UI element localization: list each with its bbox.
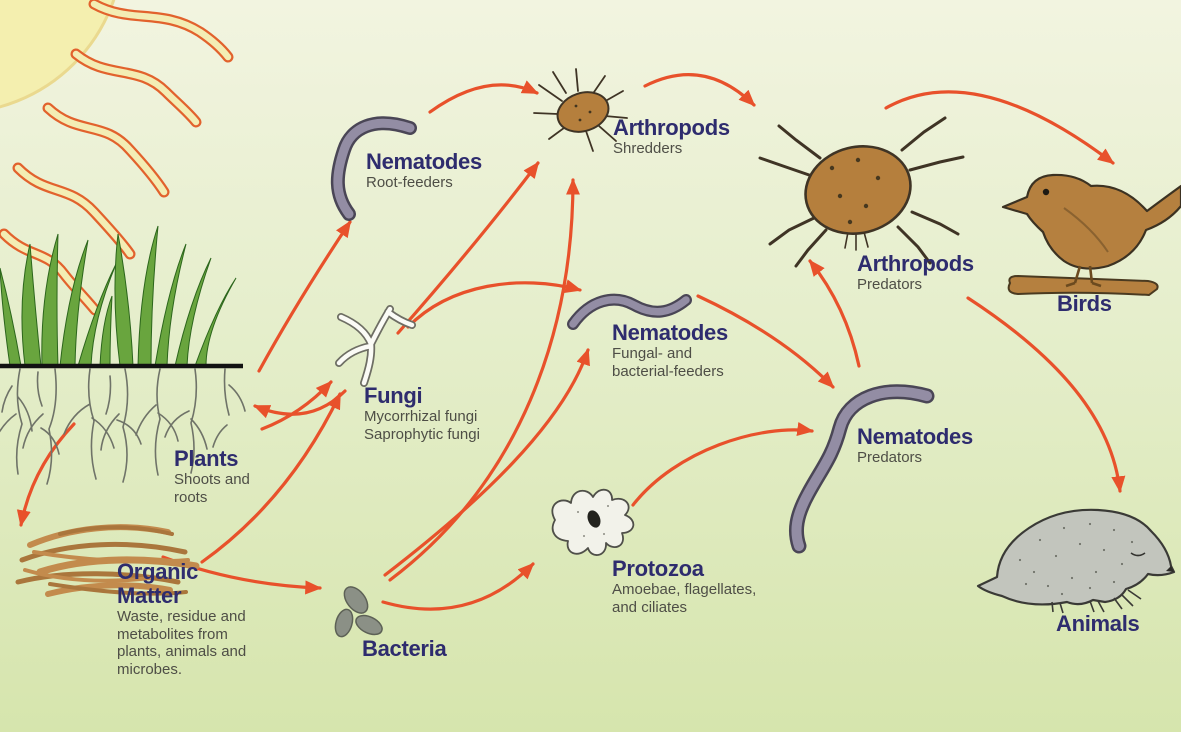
- arrow-predator-nematodes-to-predator-arthropods: [808, 259, 861, 368]
- node-subtitle: roots: [174, 488, 208, 506]
- fungal-bacterial-nematode-icon: [567, 293, 692, 330]
- sun-rays: [0, 0, 234, 316]
- mole-icon: [976, 508, 1176, 614]
- grass-blades-icon: [0, 225, 237, 367]
- node-title: Animals: [1056, 611, 1140, 636]
- predator-arthropod-icon: [758, 116, 965, 268]
- node-subtitle: Amoebae, flagellates,: [612, 581, 757, 598]
- roots-icon: [0, 368, 246, 485]
- node-title: Bacteria: [362, 636, 447, 661]
- node-title: Arthropods: [857, 251, 974, 276]
- root-feeder-nematode-icon: [330, 116, 417, 221]
- node-subtitle: and ciliates: [612, 598, 688, 616]
- arrow-organic-to-fungi: [200, 392, 342, 564]
- arrow-bacteria-to-shredders: [388, 178, 581, 582]
- node-subtitle: Predators: [857, 449, 923, 466]
- arrow-root-nematodes-to-shredders: [428, 80, 539, 114]
- node-subtitle: Mycorrhizal fungi: [364, 408, 478, 425]
- predator-nematode-icon: [788, 384, 935, 554]
- arrow-shredders-to-predator-arthropods: [643, 73, 756, 107]
- protozoa-icon: [551, 488, 635, 556]
- branch-icon: [1007, 274, 1159, 297]
- node-title: Nematodes: [366, 149, 482, 174]
- node-subtitle: metabolites from: [117, 625, 228, 643]
- node-subtitle: microbes.: [117, 660, 183, 678]
- arrow-predator-arthropods-to-animals: [966, 296, 1126, 493]
- node-subtitle: Fungal- and: [612, 345, 693, 362]
- node-title: Nematodes: [857, 424, 973, 449]
- arrow-bacteria-to-protozoa: [381, 562, 535, 611]
- node-title: Fungi: [364, 383, 423, 408]
- node-title: Organic: [117, 559, 199, 584]
- label-plants: Plants Shoots and roots: [174, 447, 250, 506]
- label-animals: Animals: [1056, 611, 1140, 636]
- node-title: Plants: [174, 446, 239, 471]
- node-title: Birds: [1057, 291, 1112, 316]
- fungi-icon: [335, 305, 416, 387]
- node-subtitle: Shoots and: [174, 471, 250, 488]
- flow-arrows: [16, 73, 1126, 611]
- sun-icon: [0, 0, 234, 316]
- node-title: Protozoa: [612, 556, 704, 581]
- plants-illustration: [0, 225, 246, 485]
- label-nematodes-predators: Nematodes Predators: [857, 425, 973, 467]
- label-nematodes-fungal-bacterial: Nematodes Fungal- and bacterial-feeders: [612, 321, 728, 380]
- organic-matter-icon: [15, 524, 200, 597]
- label-protozoa: Protozoa Amoebae, flagellates, and cilia…: [612, 557, 756, 616]
- node-title: Nematodes: [612, 320, 728, 345]
- arrow-predator-arthropods-to-birds: [884, 90, 1115, 165]
- arrow-nematodes-ff-to-predator-nematodes: [696, 294, 835, 389]
- arrow-plants-to-fungi: [260, 380, 333, 431]
- node-subtitle: Saprophytic fungi: [364, 425, 480, 443]
- bacteria-icon: [334, 586, 383, 638]
- label-fungi: Fungi Mycorrhizal fungi Saprophytic fung…: [364, 384, 480, 443]
- node-subtitle: plants, animals and: [117, 643, 247, 660]
- label-bacteria: Bacteria: [362, 636, 447, 661]
- label-arthropods-shredders: Arthropods Shredders: [613, 116, 730, 158]
- shredder-arthropod-icon: [533, 68, 628, 152]
- node-subtitle: bacterial-feeders: [612, 362, 724, 380]
- arrow-bacteria-to-nematodes-ff: [383, 348, 590, 577]
- node-subtitle: Predators: [857, 276, 923, 293]
- arrow-fungi-to-nematodes-ff: [406, 279, 582, 329]
- node-title: Matter: [117, 583, 182, 608]
- arrow-plants-to-organic-matter: [16, 422, 76, 527]
- node-subtitle: Waste, residue and: [117, 608, 246, 625]
- label-arthropods-predators: Arthropods Predators: [857, 252, 974, 294]
- arrow-plants-to-root-nematodes: [257, 220, 352, 373]
- arrow-protozoa-to-predator-nematodes: [631, 422, 814, 507]
- node-title: Arthropods: [613, 115, 730, 140]
- label-birds: Birds: [1057, 292, 1112, 316]
- bird-icon: [1001, 173, 1181, 297]
- node-subtitle: Shredders: [613, 140, 683, 157]
- label-organic-matter: Organic Matter Waste, residue and metabo…: [117, 560, 246, 678]
- arrow-fungi-to-shredders: [396, 161, 540, 335]
- label-nematodes-root: Nematodes Root-feeders: [366, 150, 482, 192]
- node-subtitle: Root-feeders: [366, 174, 453, 191]
